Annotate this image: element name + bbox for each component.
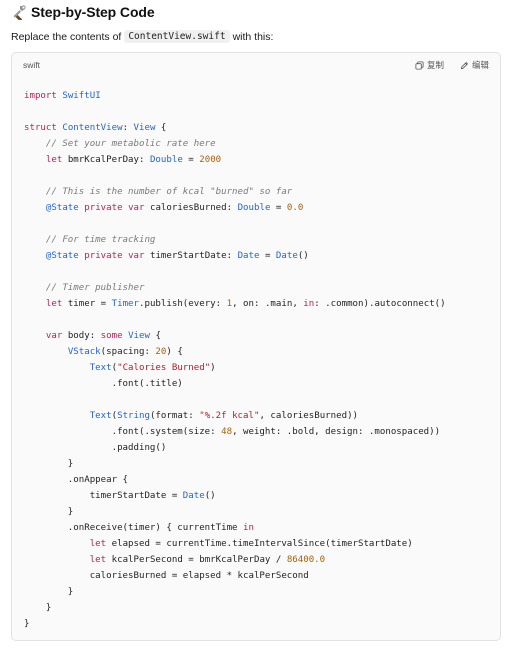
code-line: }: [24, 603, 52, 613]
edit-button[interactable]: 编辑: [460, 59, 489, 71]
code-line: .onReceive(timer) { currentTime in: [24, 523, 254, 533]
code-line: let elapsed = currentTime.timeIntervalSi…: [89, 539, 413, 549]
intro-after: with this:: [232, 30, 274, 43]
code-line: ​: [24, 264, 488, 280]
code-line: .font(.system(size: 48, weight: .bold, d…: [24, 427, 441, 437]
code-line: caloriesBurned = elapsed * kcalPerSecond: [24, 571, 309, 581]
code-line: }: [24, 587, 74, 597]
code-line: .padding(): [24, 443, 167, 453]
code-line: Text(String(format: "%.2f kcal", calorie…: [89, 411, 359, 421]
code-line: let bmrKcalPerDay: Double = 2000: [45, 155, 222, 165]
code-line: var body: some View {: [45, 331, 161, 341]
code-line: import SwiftUI: [24, 91, 101, 101]
code-actions: 复制 编辑: [415, 59, 489, 71]
code-line: @State private var timerStartDate: Date …: [45, 251, 309, 261]
code-line: ​: [24, 104, 488, 120]
code-line: ​: [24, 392, 488, 408]
code-line: timerStartDate = Date(): [24, 491, 216, 501]
code-line: let kcalPerSecond = bmrKcalPerDay / 8640…: [89, 555, 326, 565]
tools-icon: [11, 4, 27, 22]
code-line: // For time tracking: [45, 235, 156, 245]
language-label: swift: [23, 60, 40, 70]
code-line: @State private var caloriesBurned: Doubl…: [45, 203, 304, 213]
code-line: }: [24, 619, 30, 629]
intro-text: Replace the contents of ContentView.swif…: [11, 30, 273, 43]
code-line: .font(.title): [24, 379, 183, 389]
code-block: swift 复制 编辑 import SwiftU: [11, 52, 501, 641]
code-line: // Timer publisher: [45, 283, 145, 293]
edit-label: 编辑: [471, 60, 489, 70]
code-line: ​: [24, 216, 488, 232]
copy-label: 复制: [426, 60, 444, 70]
code-content: import SwiftUI ​ struct ContentView: View …: [12, 77, 500, 632]
code-line: VStack(spacing: 20) {: [67, 347, 183, 357]
code-line: struct ContentView: View {: [24, 123, 167, 133]
code-block-header: swift 复制 编辑: [12, 53, 500, 77]
code-line: Text("Calories Burned"): [89, 363, 216, 373]
code-line: let timer = Timer.publish(every: 1, on: …: [45, 299, 446, 309]
intro-before: Replace the contents of: [11, 30, 122, 43]
code-line: .onAppear {: [24, 475, 129, 485]
edit-icon: [460, 61, 469, 69]
code-line: ​: [24, 312, 488, 328]
code-line: // This is the number of kcal "burned" s…: [45, 187, 293, 197]
copy-icon: [415, 60, 424, 70]
code-line: }: [24, 507, 74, 517]
filename-code: ContentView.swift: [124, 30, 230, 43]
copy-button[interactable]: 复制: [415, 59, 444, 71]
code-line: // Set your metabolic rate here: [45, 139, 216, 149]
page-title: Step-by-Step Code: [31, 4, 155, 20]
section-heading: Step-by-Step Code: [11, 3, 155, 22]
code-line: }: [24, 459, 74, 469]
code-line: ​: [24, 168, 488, 184]
